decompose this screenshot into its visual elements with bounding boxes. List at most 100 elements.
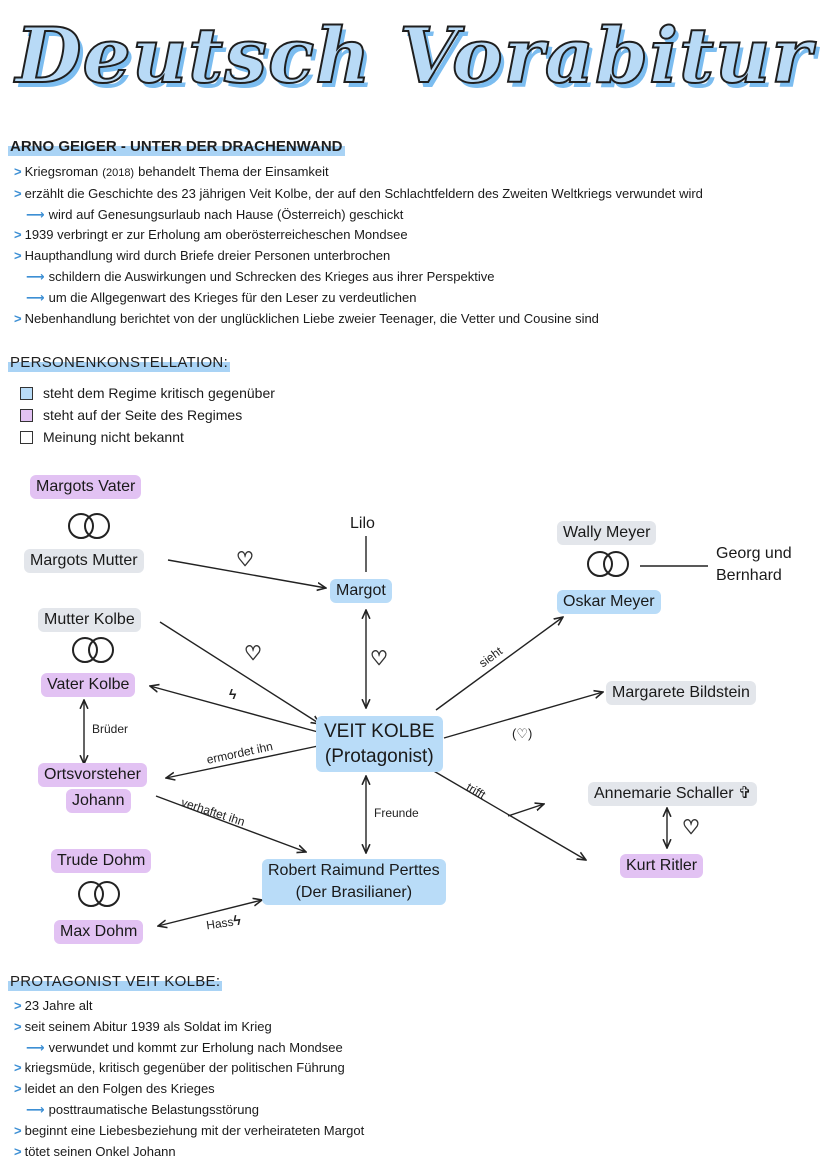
node-lilo: Lilo [350, 515, 375, 532]
cross-icon: ✞ [738, 785, 752, 802]
heart-icon: ♡ [682, 817, 701, 839]
list-item: >1939 verbringt er zur Erholung am oberö… [14, 225, 703, 246]
legend-label: steht dem Regime kritisch gegenüber [43, 385, 275, 401]
marriage-rings-icon [72, 636, 116, 666]
marriage-rings-icon [78, 880, 122, 910]
node-label: Ortsvorsteher [44, 766, 141, 783]
node-max-dohm: Max Dohm [54, 920, 144, 944]
list-item: >erzählt die Geschichte des 23 jährigen … [14, 184, 703, 205]
node-margot: Margot [330, 579, 392, 603]
list-item-text: seit seinem Abitur 1939 als Soldat im Kr… [24, 1018, 272, 1034]
list-item-text: beginnt eine Liebesbeziehung mit der ver… [24, 1122, 365, 1138]
marriage-rings-icon [68, 512, 112, 542]
list-item: ⟶posttraumatische Belastungsstörung [14, 1100, 364, 1121]
list-item: >beginnt eine Liebesbeziehung mit der ve… [14, 1121, 364, 1142]
heart-icon: ♡ [370, 648, 389, 670]
node-georg-bernhard: Georg und Bernhard [710, 542, 798, 588]
arrow-veit-ortsvorsteher [166, 745, 319, 778]
node-oskar-meyer: Oskar Meyer [557, 590, 661, 614]
list-item-text: leidet an den Folgen des Krieges [24, 1081, 215, 1097]
arrow-right-icon: ⟶ [26, 206, 45, 222]
arrow-veit-annemarie [507, 804, 544, 817]
section-heading-characters: PERSONENKONSTELLATION: [8, 354, 231, 372]
arrow-veit-margarete [443, 692, 603, 739]
node-veit-kolbe: VEIT KOLBE (Protagonist) [316, 716, 443, 772]
node-margarete-bildstein: Margarete Bildstein [606, 681, 756, 705]
legend-item-unknown: Meinung nicht bekannt [20, 426, 275, 448]
list-item-text: Kriegsroman [24, 164, 99, 179]
arrow-veit-oskar [435, 617, 563, 711]
node-mutter-kolbe: Mutter Kolbe [38, 608, 141, 632]
list-item-text: 1939 verbringt er zur Erholung am oberös… [24, 227, 408, 243]
chevron-right-icon: > [14, 248, 22, 264]
legend: steht dem Regime kritisch gegenüber steh… [20, 382, 275, 448]
arrow-right-icon: ⟶ [26, 268, 45, 284]
section-heading-book: ARNO GEIGER - UNTER DER DRACHENWAND [8, 138, 345, 156]
chevron-right-icon: > [14, 1081, 22, 1097]
arrow-max-robert [158, 900, 262, 926]
list-item-text: schildern die Auswirkungen und Schrecken… [48, 268, 495, 284]
arrow-right-icon: ⟶ [26, 289, 45, 305]
marriage-rings-icon [587, 550, 631, 580]
list-item-text: verwundet und kommt zur Erholung nach Mo… [48, 1039, 343, 1055]
heart-icon: ♡ [244, 643, 263, 665]
legend-swatch-white [20, 430, 33, 444]
list-item: >seit seinem Abitur 1939 als Soldat im K… [14, 1017, 364, 1038]
chevron-right-icon: > [14, 1018, 22, 1034]
chevron-right-icon: > [14, 998, 22, 1013]
list-item-text: Haupthandlung wird durch Briefe dreier P… [24, 248, 391, 264]
list-item: >Nebenhandlung berichtet von der unglück… [14, 309, 703, 330]
chevron-right-icon: > [14, 1122, 22, 1138]
node-kurt-ritler: Kurt Ritler [620, 854, 704, 878]
arrow-mutterkolbe-veit [159, 621, 320, 724]
node-margots-mutter: Margots Mutter [24, 549, 144, 573]
character-diagram: Margots Vater Margots Mutter Lilo Margot… [0, 460, 828, 960]
list-item-text: wird auf Genesungsurlaub nach Hause (Öst… [48, 206, 404, 222]
list-item: >23 Jahre alt [14, 996, 364, 1017]
list-item-text: posttraumatische Belastungsstörung [48, 1101, 259, 1117]
arrow-ortsvorsteher-robert [155, 795, 306, 852]
label-brueder: Brüder [92, 722, 129, 736]
node-label: Bernhard [716, 567, 782, 584]
node-ortsvorsteher: Ortsvorsteher [38, 763, 147, 787]
list-item: >kriegsmüde, kritisch gegenüber der poli… [14, 1058, 364, 1079]
page-title: Deutsch Vorabitur [15, 10, 813, 101]
legend-swatch-blue [20, 386, 33, 400]
arrow-right-icon: ⟶ [26, 1101, 45, 1117]
protagonist-list: >23 Jahre alt>seit seinem Abitur 1939 al… [14, 996, 364, 1162]
arrow-veit-vaterkolbe [150, 686, 319, 733]
node-label: Georg und [716, 545, 792, 562]
section-heading-protagonist: PROTAGONIST VEIT KOLBE: [8, 973, 223, 991]
list-item-text: behandelt Thema der Einsamkeit [138, 164, 329, 179]
chevron-right-icon: > [14, 1060, 22, 1076]
list-item-text: erzählt die Geschichte des 23 jährigen V… [24, 185, 703, 201]
node-label: Robert Raimund Perttes [268, 862, 440, 879]
list-item: ⟶um die Allgegenwart des Krieges für den… [14, 288, 703, 309]
book-summary-list: >Kriegsroman(2018)behandelt Thema der Ei… [14, 162, 703, 329]
legend-item-regime: steht auf der Seite des Regimes [20, 404, 275, 426]
list-item-year: (2018) [102, 167, 135, 179]
lightning-icon: ϟ [229, 686, 237, 702]
chevron-right-icon: > [14, 164, 22, 179]
list-item: >Kriegsroman(2018)behandelt Thema der Ei… [14, 162, 703, 184]
node-label: Annemarie Schaller [594, 785, 734, 802]
list-item: ⟶wird auf Genesungsurlaub nach Hause (Ös… [14, 205, 703, 226]
list-item-text: Nebenhandlung berichtet von der unglückl… [24, 310, 599, 326]
arrow-right-icon: ⟶ [26, 1039, 45, 1055]
label-freunde: Freunde [374, 806, 419, 820]
node-wally-meyer: Wally Meyer [557, 521, 657, 545]
legend-label: Meinung nicht bekannt [43, 429, 184, 445]
node-trude-dohm: Trude Dohm [51, 849, 152, 873]
list-item: ⟶schildern die Auswirkungen und Schrecke… [14, 267, 703, 288]
label-heart-paren: (♡) [512, 726, 533, 741]
list-item-text: um die Allgegenwart des Krieges für den … [48, 289, 417, 305]
legend-item-critical: steht dem Regime kritisch gegenüber [20, 382, 275, 404]
list-item: >Haupthandlung wird durch Briefe dreier … [14, 246, 703, 267]
chevron-right-icon: > [14, 310, 22, 326]
node-robert-perttes: Robert Raimund Perttes (Der Brasilianer) [262, 859, 446, 905]
node-annemarie-schaller: Annemarie Schaller ✞ [588, 782, 758, 806]
list-item: >tötet seinen Onkel Johann [14, 1142, 364, 1163]
node-label: VEIT KOLBE [324, 721, 435, 742]
chevron-right-icon: > [14, 227, 22, 243]
node-johann: Johann [66, 789, 131, 813]
